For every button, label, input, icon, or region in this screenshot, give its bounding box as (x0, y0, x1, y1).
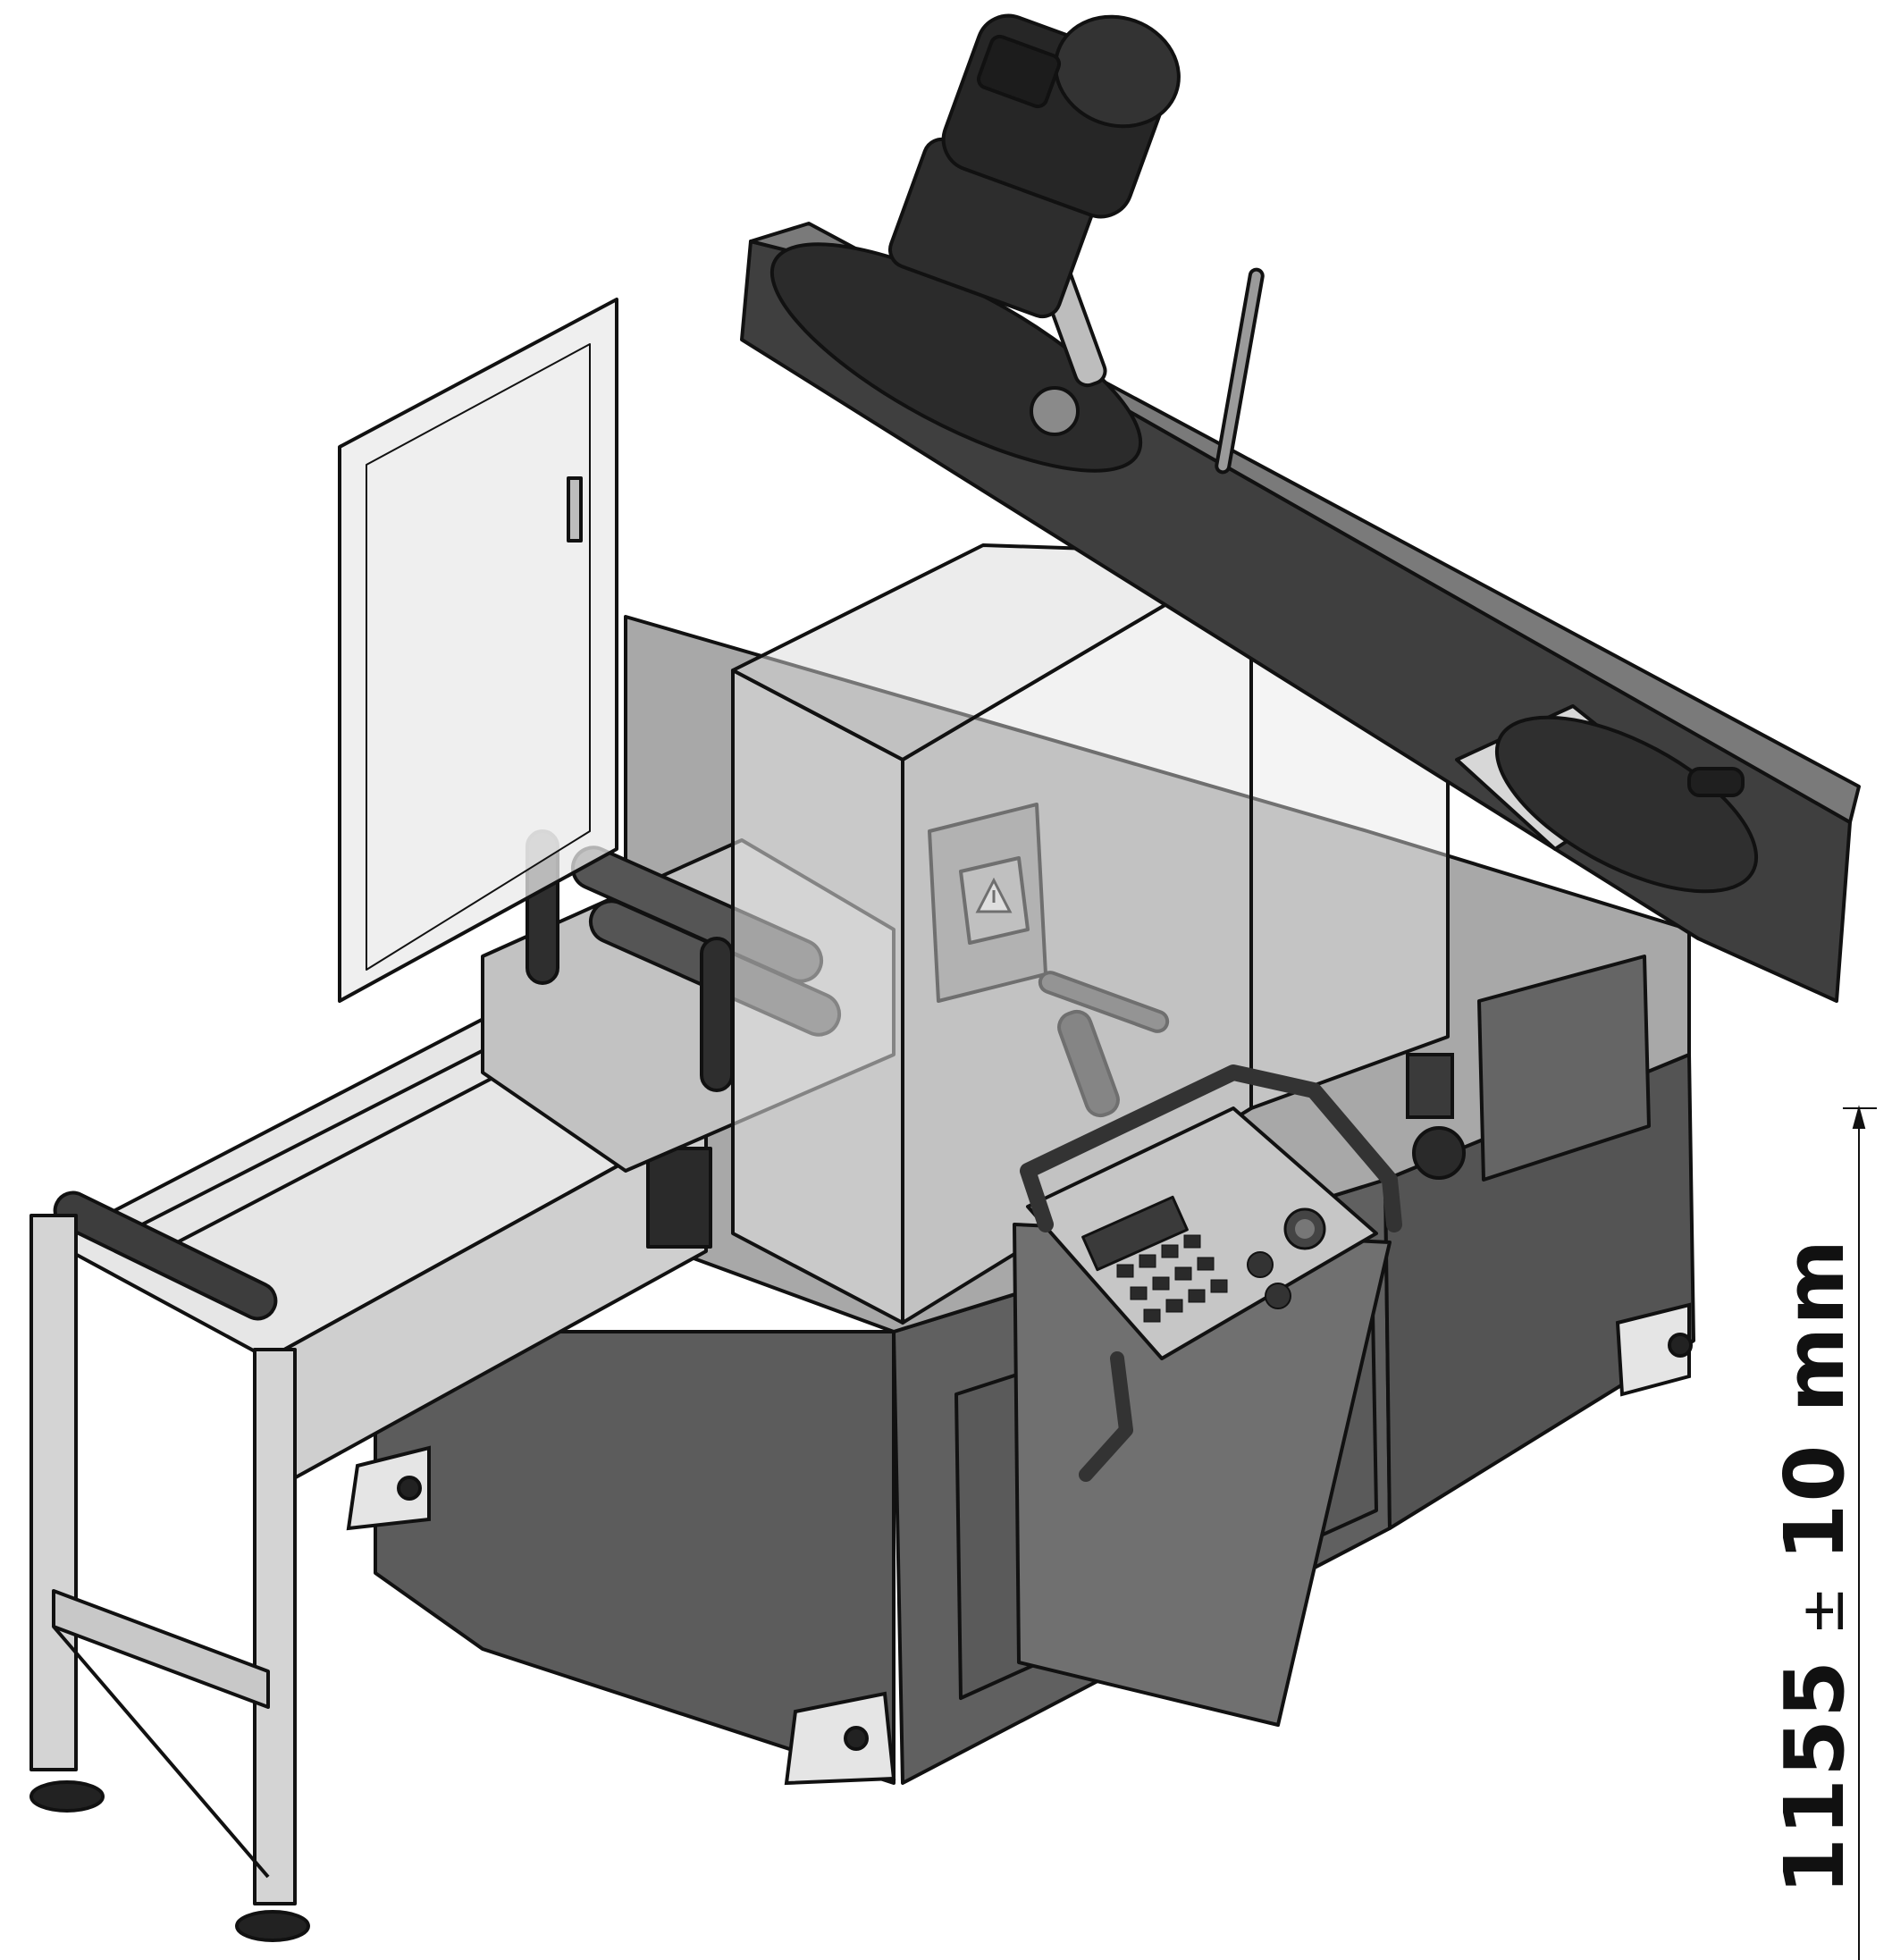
keypad-key[interactable] (1210, 1279, 1228, 1293)
safety-guards (338, 298, 1450, 1325)
vise-crank-handle (1057, 1009, 1120, 1118)
front-guard-front-panel (731, 669, 904, 1325)
conveyor-rail-line-1 (106, 1026, 528, 1244)
coolant-pipe (1215, 267, 1265, 475)
conveyor-leg-crossbar (52, 1589, 270, 1709)
keypad-key[interactable] (1161, 1244, 1179, 1258)
keypad-key[interactable] (1152, 1276, 1170, 1291)
base-feet (346, 1302, 1693, 1786)
base-front-left-face (374, 1330, 896, 1785)
drive-motor (888, 13, 1181, 319)
base-foot-right (1615, 1302, 1691, 1397)
leveling-bolt-3 (1668, 1333, 1693, 1358)
base-foot-left (346, 1445, 431, 1531)
bow-pivot-cap (1030, 386, 1080, 436)
keypad-key[interactable] (1183, 1234, 1201, 1249)
motor-terminal-box (976, 34, 1062, 109)
console-face (1026, 1106, 1378, 1360)
dimension-value: 1155 (1767, 1658, 1863, 1895)
conveyor-foot-2 (235, 1910, 310, 1942)
conveyor-leg-front (253, 1348, 297, 1905)
console-handle-bar (1020, 1064, 1402, 1232)
keypad-key[interactable] (1116, 1264, 1134, 1278)
motor-fan-cover (1054, 14, 1181, 129)
blade-tension-knob (1687, 767, 1745, 797)
vent-grille (646, 1147, 712, 1249)
emergency-stop-icon[interactable] (1283, 1207, 1326, 1250)
keypad-key[interactable] (1130, 1286, 1148, 1300)
keypad-key[interactable] (1188, 1289, 1206, 1303)
side-access-panel (1477, 955, 1651, 1182)
height-dimension-label: 1155 ±10 mm (1767, 1238, 1863, 1895)
console-keypad[interactable] (1116, 1234, 1228, 1323)
lcd-display (1081, 1195, 1189, 1272)
console-handle-lower (1079, 1351, 1133, 1482)
base-foot-front (784, 1691, 896, 1786)
dimension-tolerance: 10 mm (1767, 1237, 1863, 1561)
keypad-key[interactable] (1197, 1257, 1215, 1271)
control-console (1013, 1064, 1402, 1727)
keypad-key[interactable] (1143, 1308, 1161, 1323)
leveling-bolt-2 (844, 1726, 869, 1751)
keypad-key[interactable] (1165, 1299, 1183, 1313)
conveyor-leg-back (29, 1214, 78, 1771)
vise-handwheel-shaft (1038, 971, 1170, 1033)
selector-knob[interactable] (1247, 1251, 1274, 1278)
leveling-bolt-1 (397, 1476, 422, 1501)
keypad-key[interactable] (1174, 1266, 1192, 1281)
main-switch[interactable] (1406, 1053, 1466, 1180)
left-guard-handle (567, 476, 583, 543)
warning-triangle-icon (975, 877, 1013, 913)
start-button[interactable] (1265, 1283, 1291, 1309)
roller-conveyor (29, 1008, 712, 1942)
upper-wheel-housing (1494, 715, 1759, 894)
conveyor-foot-1 (29, 1780, 105, 1813)
keypad-key[interactable] (1139, 1254, 1156, 1268)
conveyor-end-roller (53, 1190, 278, 1321)
vertical-roller-2 (700, 937, 734, 1092)
left-guard-door-inner (366, 343, 591, 971)
conveyor-leg-brace (52, 1625, 270, 1879)
height-dimension (1843, 1105, 1877, 1960)
tolerance-symbol: ± (1788, 1584, 1857, 1636)
dimension-arrow-head (1852, 1105, 1866, 1129)
